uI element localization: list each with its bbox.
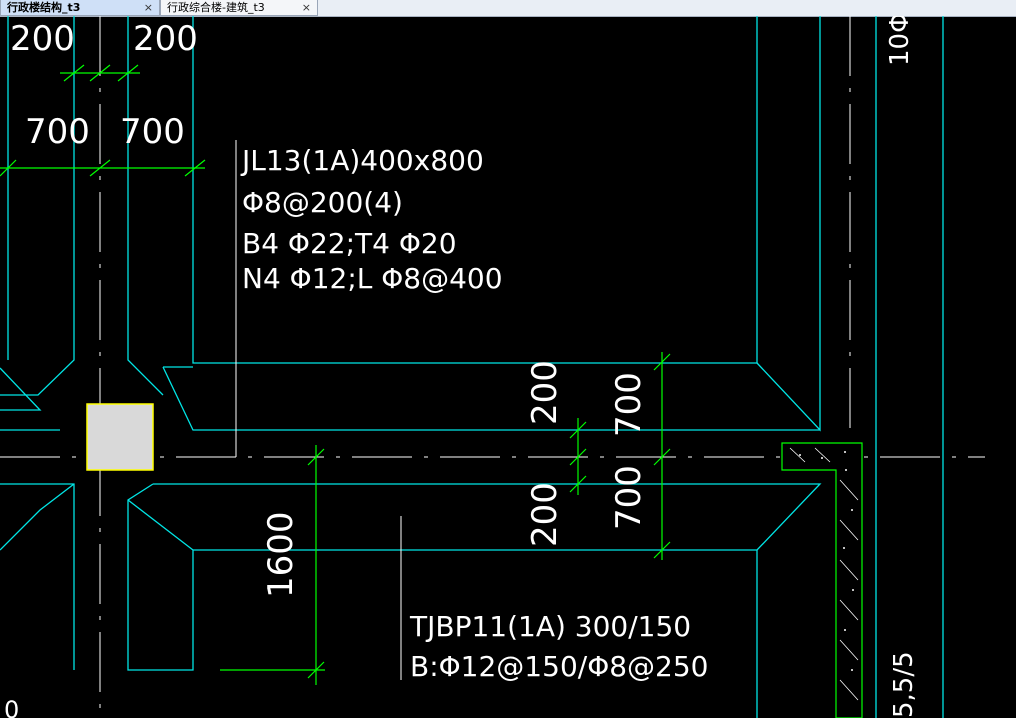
beam-label[interactable]: JL13(1A)400x800 Φ8@200(4) B4 Φ22;T4 Φ20 … [240, 144, 503, 295]
dimension-tick [653, 541, 671, 559]
outline-line [0, 367, 42, 411]
tab-architecture-drawing[interactable]: 行政综合楼-建筑_t3 × [160, 0, 318, 16]
dimension-tick [569, 448, 587, 466]
dimension-tick [89, 64, 111, 82]
cad-drawing-canvas[interactable]: 200 200 700 700 200 700 200 700 1600 10Φ… [0, 16, 1016, 718]
dim-text: 0 [4, 696, 19, 718]
dim-text: 200 [133, 19, 198, 59]
beam-label-line: B4 Φ22;T4 Φ20 [242, 227, 457, 260]
outline-line [192, 16, 758, 364]
tab-label: 行政综合楼-建筑_t3 [167, 1, 265, 14]
beam-label-line: Φ8@200(4) [242, 186, 403, 219]
dimension-tick [184, 159, 206, 177]
dimension-tick [569, 421, 587, 439]
beam-label-line: JL13(1A)400x800 [240, 144, 484, 177]
dim-text: 200 [525, 360, 565, 425]
outline-line [162, 366, 820, 431]
outline-line [127, 499, 194, 551]
dimension-tick [653, 448, 671, 466]
outline-line [756, 16, 821, 432]
outline-line [0, 483, 75, 670]
close-icon[interactable]: × [143, 1, 153, 14]
dimension-tick [569, 475, 587, 493]
dim-text: 5,5/5 [889, 651, 919, 718]
dimension-tick [117, 64, 139, 82]
close-icon[interactable]: × [301, 1, 311, 14]
dim-text: 10Φ2 [885, 16, 915, 66]
tab-label: 行政楼结构_t3 [7, 1, 81, 14]
dimension-lines [0, 64, 671, 685]
dim-text: 700 [609, 465, 649, 530]
dimension-tick [307, 448, 325, 466]
dim-text: 700 [120, 112, 185, 152]
beam-label-line: N4 Φ12;L Φ8@400 [242, 262, 503, 295]
outline-line [0, 483, 75, 551]
footing-label-line: B:Φ12@150/Φ8@250 [410, 650, 708, 683]
dim-text: 1600 [261, 511, 301, 598]
dimension-tick [653, 353, 671, 371]
document-tab-bar: 行政楼结构_t3 × 行政综合楼-建筑_t3 × [0, 0, 1016, 17]
beam-outlines [0, 16, 944, 718]
footing-label-line: TJBP11(1A) 300/150 [409, 610, 691, 643]
dim-text: 700 [25, 112, 90, 152]
footing-label[interactable]: TJBP11(1A) 300/150 B:Φ12@150/Φ8@250 [409, 610, 708, 683]
tab-structure-drawing[interactable]: 行政楼结构_t3 × [0, 0, 160, 16]
hatched-wall [781, 442, 863, 718]
dim-text: 200 [10, 19, 75, 59]
dimension-tick [0, 159, 17, 177]
dimension-tick [89, 159, 111, 177]
dimension-texts: 200 200 700 700 200 700 200 700 1600 10Φ… [4, 16, 919, 718]
column-block[interactable] [86, 403, 154, 471]
dimension-tick [307, 661, 325, 679]
outline-line [127, 483, 822, 671]
dimension-tick [63, 64, 85, 82]
dim-text: 700 [609, 372, 649, 437]
outline-line [127, 16, 164, 396]
dim-text: 200 [525, 482, 565, 547]
outline-line [0, 16, 75, 396]
